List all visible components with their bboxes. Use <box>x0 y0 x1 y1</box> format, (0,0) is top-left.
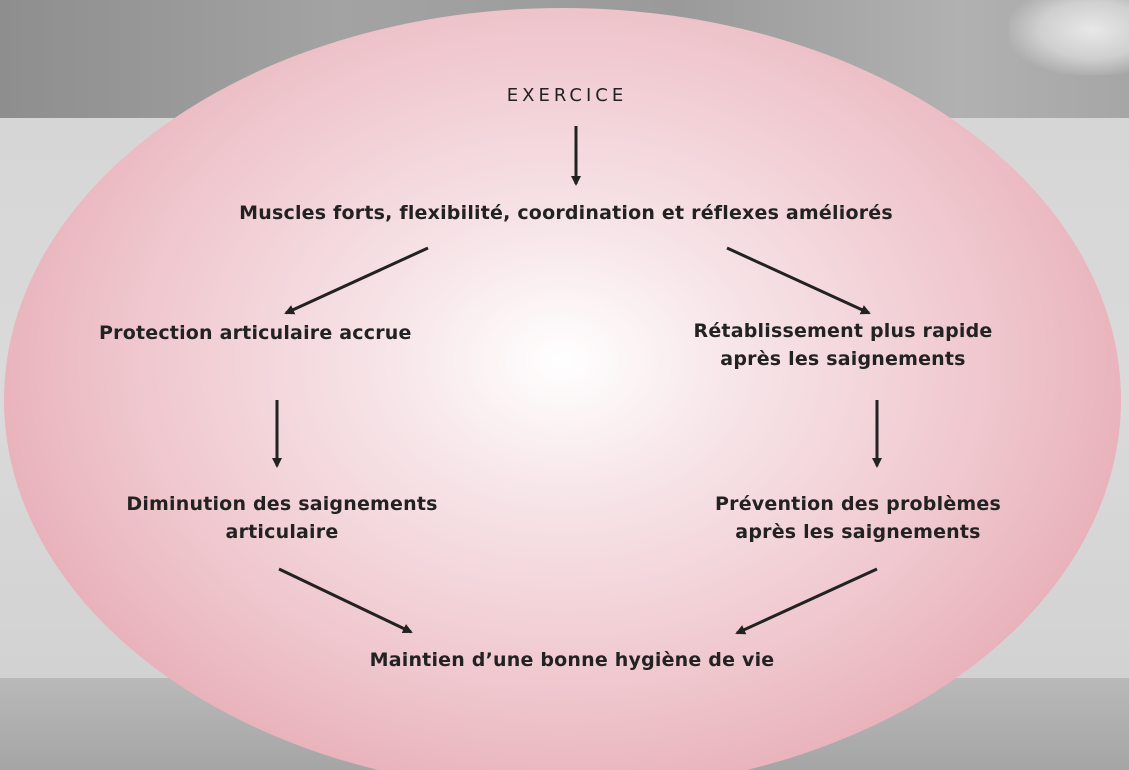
arrow-muscles-to-retablissement <box>726 246 871 315</box>
node-prevention-line2: après les saignements <box>735 521 981 543</box>
node-protection: Protection articulaire accrue <box>99 322 412 344</box>
arrow-diminution-to-maintien <box>278 567 413 634</box>
arrow-prevention-to-maintien <box>735 567 878 635</box>
node-retablissement-line1: Rétablissement plus rapide <box>693 320 993 342</box>
node-prevention-line1: Prévention des problèmes <box>715 493 1001 515</box>
node-muscles: Muscles forts, flexibilité, coordination… <box>239 202 893 224</box>
node-retablissement-line2: après les saignements <box>720 348 966 370</box>
node-diminution-line1: Diminution des saignements <box>126 493 438 515</box>
background-decoration <box>1009 0 1129 75</box>
node-exercice: EXERCICE <box>506 85 628 106</box>
node-prevention: Prévention des problèmes après les saign… <box>715 490 1001 546</box>
pink-ellipse <box>4 8 1121 770</box>
node-retablissement: Rétablissement plus rapide après les sai… <box>693 317 992 373</box>
node-diminution: Diminution des saignements articulaire <box>126 490 437 546</box>
arrow-muscles-to-protection <box>284 246 429 315</box>
node-maintien: Maintien d’une bonne hygiène de vie <box>369 649 775 671</box>
node-diminution-line2: articulaire <box>225 521 339 543</box>
